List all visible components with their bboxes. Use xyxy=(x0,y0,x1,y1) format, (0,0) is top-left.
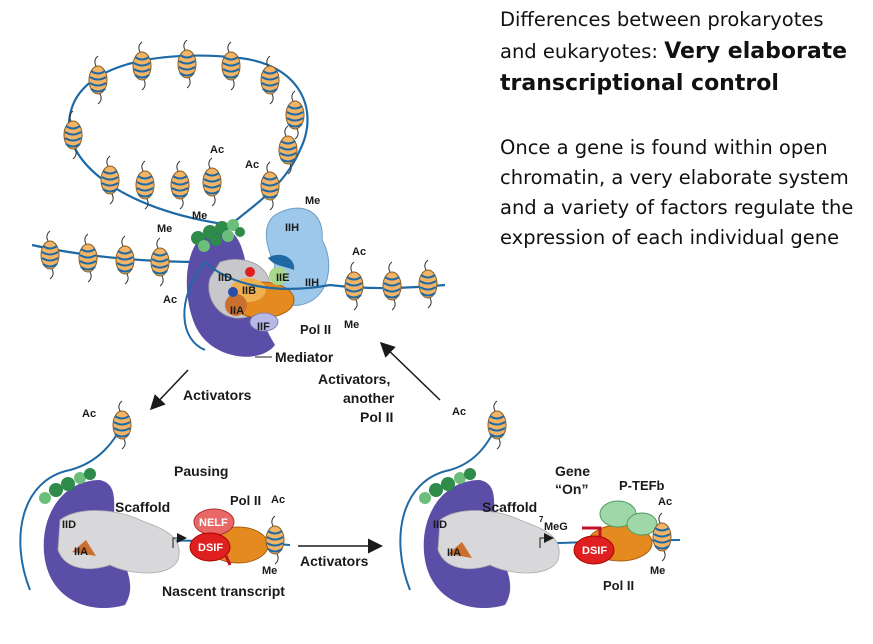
nascent-transcript-line xyxy=(224,555,232,566)
left-strand-nucleosomes xyxy=(40,230,170,287)
pausing-ac-top: Ac xyxy=(82,408,96,420)
dna-loop-bottom xyxy=(183,261,206,351)
tfiih-dark-patch xyxy=(268,254,295,270)
gene-on-ac-right: Ac xyxy=(658,496,672,508)
pausing-nucleosome-top xyxy=(112,400,132,450)
activators-right-line2: another xyxy=(343,390,395,406)
activators-right-line3: Pol II xyxy=(360,409,393,425)
me-label-3: Me xyxy=(157,223,172,235)
ac-label-4: Ac xyxy=(352,246,366,258)
tfiif-top xyxy=(249,312,279,332)
activators-right-line1: Activators, xyxy=(318,371,390,387)
ac-label-3: Ac xyxy=(163,294,177,306)
slide-title-bold: Very elaborate transcriptional control xyxy=(500,39,848,96)
loop-nucleosomes xyxy=(63,39,305,211)
gene-on-ac-top: Ac xyxy=(452,406,466,418)
slide-body-text: Once a gene is found within open chromat… xyxy=(500,136,854,249)
activators-left-label: Activators xyxy=(183,387,252,403)
iif-label: IIF xyxy=(257,321,270,333)
arrow-to-top xyxy=(379,341,441,401)
arrow-to-pausing xyxy=(149,369,189,411)
pausing-iid-label: IID xyxy=(62,519,76,531)
slide-title: Differences between prokaryotes and euka… xyxy=(500,4,865,100)
pol2-top-label: Pol II xyxy=(300,322,331,337)
scaffold-pausing xyxy=(57,510,180,574)
pausing-promoter-arrow xyxy=(172,533,187,548)
gene-on-iia-label: IIA xyxy=(447,547,461,559)
gene-on-nucleosome-top xyxy=(487,400,507,450)
tfiia-gene-on xyxy=(448,542,472,558)
green-beads-gene-on xyxy=(419,468,476,504)
chromatin-loop-dna xyxy=(67,54,309,227)
pausing-ac-right: Ac xyxy=(271,494,285,506)
pausing-title: Pausing xyxy=(174,463,228,479)
ptefb-label: P-TEFb xyxy=(619,478,665,493)
tfiie-top xyxy=(269,267,287,285)
right-strand-nucleosomes xyxy=(344,259,438,311)
iid-label: IID xyxy=(218,272,232,284)
gene-on-me-label: Me xyxy=(650,565,665,577)
gene-on-scaffold-label: Scaffold xyxy=(482,499,537,515)
pausing-pol2-label: Pol II xyxy=(230,493,261,508)
promoter-dna-top xyxy=(204,261,331,290)
scaffold-gene-on xyxy=(437,510,560,574)
pausing-scaffold-label: Scaffold xyxy=(115,499,170,515)
gene-on-promoter-arrow xyxy=(539,533,554,548)
slide-title-plain: Differences between prokaryotes and euka… xyxy=(500,8,824,63)
top-modification-labels: Ac Ac Me Me Me Ac Ac Me xyxy=(157,144,366,331)
green-beads-top xyxy=(191,219,245,252)
gene-on-iid-label: IID xyxy=(433,519,447,531)
iib-label: IIB xyxy=(242,285,256,297)
tfiia-top xyxy=(225,294,247,316)
me-label-4: Me xyxy=(344,319,359,331)
dsif-pausing-label: DSIF xyxy=(198,542,223,554)
pausing-me-label: Me xyxy=(262,565,277,577)
dsif-gene-on-shape xyxy=(573,535,615,565)
ac-label-1: Ac xyxy=(210,144,224,156)
cap-superscript: 7 xyxy=(539,515,544,524)
green-beads-pausing xyxy=(39,468,96,504)
mediator-label: Mediator xyxy=(275,349,334,365)
cap-transcript-line xyxy=(582,526,602,538)
gene-on-title-2: “On” xyxy=(555,481,588,497)
gene-on-pol2-label: Pol II xyxy=(603,578,634,593)
gene-on-title-1: Gene xyxy=(555,463,590,479)
ac-label-2: Ac xyxy=(245,159,259,171)
iia-label: IIA xyxy=(230,305,244,317)
iih-bottom-label: IIH xyxy=(305,277,319,289)
dsif-gene-on-label: DSIF xyxy=(582,545,607,557)
dsif-pausing-shape xyxy=(189,532,231,562)
iih-top-label: IIH xyxy=(285,222,299,234)
iie-label: IIE xyxy=(276,272,289,284)
pausing-iia-label: IIA xyxy=(74,546,88,558)
nelf-label: NELF xyxy=(199,517,228,529)
me-label-1: Me xyxy=(305,195,320,207)
activators-middle-label: Activators xyxy=(300,553,369,569)
tfiia-pausing xyxy=(72,540,96,556)
red-factor-top xyxy=(245,267,255,277)
me-label-2: Me xyxy=(192,210,207,222)
nascent-transcript-label: Nascent transcript xyxy=(162,583,285,599)
blue-factor-top xyxy=(228,287,238,297)
cap-label: MeG xyxy=(544,521,568,533)
pausing-nucleosome-right xyxy=(265,515,285,565)
ptefb-shape-2 xyxy=(626,512,658,536)
